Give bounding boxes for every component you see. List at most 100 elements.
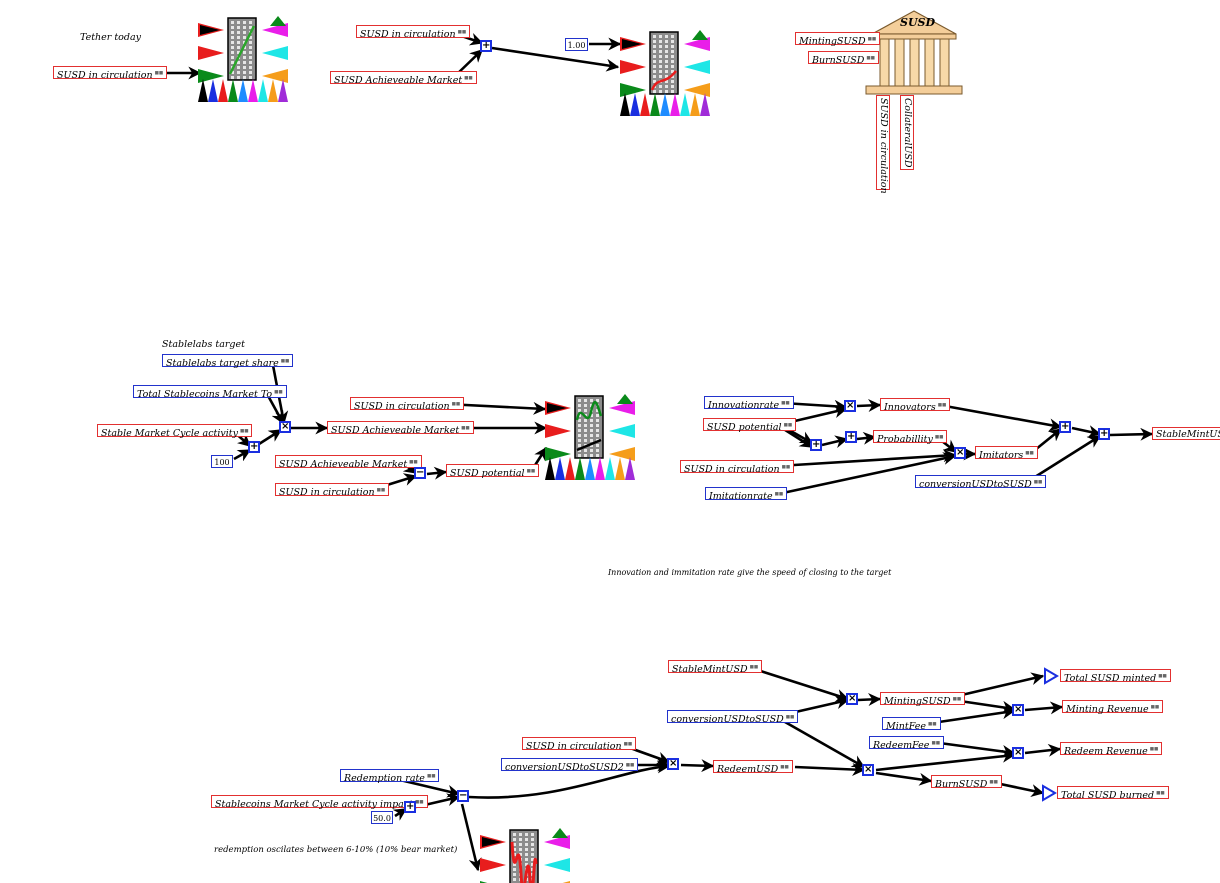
operator-add-icon[interactable]: + [404,801,416,813]
connection-arrow [468,760,671,799]
graph-panel-cell [578,404,581,407]
output-cone-icon [640,93,650,116]
graph-panel-cell [665,45,668,48]
collateral-usd-node[interactable]: CollateralUSD [900,95,914,170]
probability-node[interactable]: Probabillity■■ [873,430,948,445]
operator-multiply-icon[interactable]: × [279,421,291,433]
graph-panel-cell [590,444,593,447]
output-flag-icon [684,60,710,74]
output-flag-icon [609,401,635,415]
output-cone-icon [650,93,660,116]
conversion-usd-to-susd-node[interactable]: conversionUSDtoSUSD■■ [915,475,1047,490]
graph-panel-cell [249,26,252,29]
total-susd-burned-node[interactable]: Total SUSD burned■■ [1057,786,1169,801]
constant-node[interactable]: 1.00 [565,38,588,51]
graph-panel-cell [590,424,593,427]
graph-panel-cell [237,61,240,64]
susd-achieveable-market-node[interactable]: SUSD Achieveable Market■■ [275,455,422,470]
output-cone-icon [690,93,700,116]
operator-subtract-icon[interactable]: − [457,790,469,802]
graph-panel-cell [249,56,252,59]
operator-add-icon[interactable]: + [1098,428,1110,440]
stable-mint-usd-node[interactable]: StableMintUSD [1152,427,1220,440]
graph-panel-cell [596,399,599,402]
graph-panel-cell [665,90,668,93]
graph-panel-cell [513,838,516,841]
imitators-node[interactable]: Imitators■■ [975,446,1038,461]
graph-panel-cell [525,853,528,856]
redemption-rate-node[interactable]: Redemption rate■■ [340,769,440,784]
burn-susd-node[interactable]: BurnSUSD■■ [931,775,1002,790]
graph-panel-cell [659,90,662,93]
graph-panel-cell [671,35,674,38]
connection-arrow [1026,434,1102,484]
operator-multiply-icon[interactable]: × [846,693,858,705]
graph-panel-cell [578,444,581,447]
graph-panel-cell [249,66,252,69]
graph-panel-cell [659,40,662,43]
operator-multiply-icon[interactable]: × [954,447,966,459]
stable-mint-usd-node[interactable]: StableMintUSD■■ [668,660,763,675]
operator-add-icon[interactable]: + [845,431,857,443]
mint-fee-node[interactable]: MintFee■■ [882,717,941,732]
operator-subtract-icon[interactable]: − [414,467,426,479]
conversion-usd-to-susd-node[interactable]: conversionUSDtoSUSD■■ [667,710,799,725]
susd-in-circulation-node[interactable]: SUSD in circulation■■ [275,483,390,498]
conversion-usd-to-susd2-node[interactable]: conversionUSDtoSUSD2■■ [501,758,639,773]
innovators-node[interactable]: Innovators■■ [880,398,951,413]
operator-add-icon[interactable]: + [1059,421,1071,433]
redeem-revenue-node[interactable]: Redeem Revenue■■ [1060,742,1163,757]
operator-multiply-icon[interactable]: × [1012,704,1024,716]
graph-panel-cell [578,434,581,437]
input-flag-icon [198,46,224,60]
operator-add-icon[interactable]: + [810,439,822,451]
susd-in-circulation-node[interactable]: SUSD in circulation [876,95,890,194]
connection-arrow [931,706,1016,725]
susd-achieveable-market-node[interactable]: SUSD Achieveable Market■■ [327,421,474,436]
total-stablecoins-market-node[interactable]: Total Stablecoins Market To■■ [133,385,287,400]
imitation-rate-node[interactable]: Imitationrate■■ [705,487,788,502]
innovation-rate-node[interactable]: Innovationrate■■ [704,396,794,411]
redeem-fee-node[interactable]: RedeemFee■■ [869,736,944,751]
burn-susd-node[interactable]: BurnSUSD■■ [808,51,879,66]
susd-in-circulation-node[interactable]: SUSD in circulation■■ [680,460,795,475]
connection-arrow [777,716,866,769]
operator-multiply-icon[interactable]: × [667,758,679,770]
graph-panel-cell [578,454,581,457]
graph-panel-cell [578,409,581,412]
constant-node[interactable]: 100 [211,455,233,468]
susd-potential-node[interactable]: SUSD potential■■ [703,418,797,433]
graph-panel-cell [249,41,252,44]
stable-market-cycle-activity-node[interactable]: Stable Market Cycle activity■■ [97,424,253,439]
susd-in-circulation-node[interactable]: SUSD in circulation■■ [522,737,637,752]
stablelabs-target-share-node[interactable]: Stablelabs target share■■ [162,354,294,369]
connection-arrow [781,426,814,449]
redeem-usd-node[interactable]: RedeemUSD■■ [713,760,793,775]
integrator-icons [1042,667,1059,802]
susd-in-circulation-node[interactable]: SUSD in circulation■■ [53,66,168,81]
operator-multiply-icon[interactable]: × [844,400,856,412]
susd-potential-node[interactable]: SUSD potential■■ [446,464,540,479]
minting-revenue-node[interactable]: Minting Revenue■■ [1062,700,1164,715]
graph-panel-cell [531,843,534,846]
susd-achieveable-market-node[interactable]: SUSD Achieveable Market■■ [330,71,477,86]
graph-panel-cell [590,434,593,437]
susd-in-circulation-node[interactable]: SUSD in circulation■■ [356,25,471,40]
minting-susd-node[interactable]: MintingSUSD■■ [880,692,966,707]
operator-add-icon[interactable]: + [248,441,260,453]
operator-add-icon[interactable]: + [480,40,492,52]
minting-susd-node[interactable]: MintingSUSD■■ [795,32,881,47]
constant-node[interactable]: 50.0 [371,811,393,824]
graph-panel-cell [525,863,528,866]
graph-panel-cell [513,843,516,846]
connection-arrow [777,452,957,496]
output-flag-icon [544,835,570,849]
graph-panel-cell [590,419,593,422]
operator-multiply-icon[interactable]: × [1012,747,1024,759]
operator-multiply-icon[interactable]: × [862,764,874,776]
bank-column [939,38,950,87]
graph-panel-cell [665,70,668,73]
susd-in-circulation-node[interactable]: SUSD in circulation■■ [350,397,465,412]
total-susd-minted-node[interactable]: Total SUSD minted■■ [1060,669,1171,684]
cycle-activity-impact-node[interactable]: Stablecoins Market Cycle activity impact… [211,795,428,810]
